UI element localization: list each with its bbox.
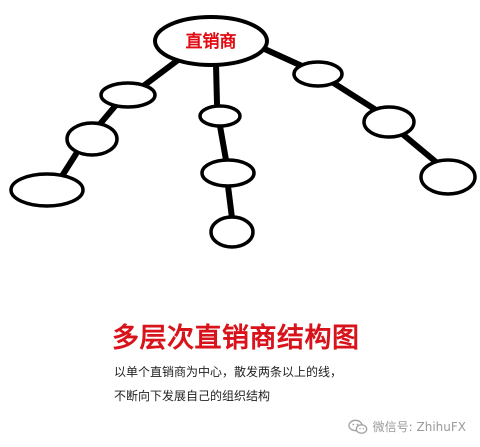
diagram-nodes: 直销商 (9, 15, 477, 249)
node-right-2 (362, 105, 416, 139)
edge-center-2-center-3 (225, 183, 235, 221)
edge-center-1-center-2 (217, 123, 229, 163)
node-right-1 (292, 60, 344, 88)
edge-right-2-right-3 (397, 129, 439, 165)
node-center-3 (209, 215, 255, 249)
node-left-2 (65, 121, 119, 157)
edge-root-center-1 (213, 61, 220, 107)
watermark-text: 微信号: ZhihuFX (372, 420, 466, 434)
description-line-2: 不断向下发展自己的组织结构 (114, 389, 271, 403)
wechat-icon (347, 419, 368, 435)
node-right-3 (419, 158, 477, 196)
description-line-1: 以单个直销商为中心，散发两条以上的线， (114, 365, 343, 379)
node-center-1 (198, 104, 242, 128)
node-root (153, 15, 269, 67)
node-left-1 (99, 81, 157, 109)
watermark: 微信号: ZhihuFX (347, 418, 466, 435)
edge-right-1-right-2 (329, 79, 379, 113)
node-left-3 (9, 172, 85, 208)
edge-left-1-left-2 (97, 102, 119, 127)
root-node-label: 直销商 (186, 31, 237, 52)
node-center-2 (200, 158, 256, 188)
diagram-title: 多层次直销商结构图 (112, 323, 360, 354)
edge-left-2-left-3 (59, 151, 79, 179)
